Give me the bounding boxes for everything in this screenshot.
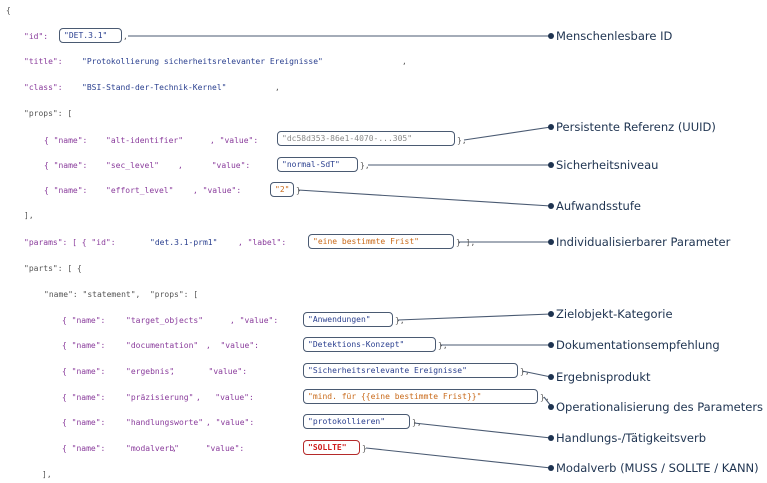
prop-value-key: , "value": (178, 161, 251, 170)
part-name-key: { "name": (62, 316, 106, 325)
connector-handlung (413, 422, 552, 439)
bullet-icon (548, 162, 554, 168)
prop-close: } (296, 186, 301, 195)
part-name-key: { "name": (62, 393, 106, 402)
part-value-key: , "value": (206, 418, 255, 427)
connector-modal (365, 447, 552, 469)
part-name: "documentation" (126, 341, 199, 350)
annotation-label: Menschenlesbare ID (556, 29, 673, 43)
annotation-label: Zielobjekt-Kategorie (556, 307, 673, 321)
part-value-key: , "value": (196, 393, 254, 402)
annotation-label: Individualisierbarer Parameter (556, 235, 731, 249)
part-name-key: { "name": (62, 341, 106, 350)
id-value-box: "DET.3.1" (59, 28, 122, 43)
part-value-key: , "value": (170, 367, 248, 376)
prop-name-key: { "name": (44, 161, 88, 170)
part-name: "präzisierung" (126, 393, 194, 402)
id-key: "id": (24, 32, 49, 41)
annotation-label: Handlungs-/Tätigkeitsverb (556, 431, 707, 445)
bullet-icon (548, 465, 554, 471)
part-name-key: { "name": (62, 367, 106, 376)
prop-value-key: , "value": (210, 136, 259, 145)
title-comma: , (402, 57, 407, 66)
part-close: }, (438, 341, 448, 350)
annotation-label: Persistente Referenz (UUID) (556, 120, 716, 134)
sec-level-value-box: "normal-SdT" (277, 157, 358, 172)
modalverb-box: "SOLLTE" (303, 440, 360, 455)
params-id: "det.3.1-prm1" (150, 238, 218, 247)
parts-props-close: ], (42, 470, 52, 479)
part-value-key: , "value": (172, 444, 245, 453)
connector-target (397, 313, 552, 321)
prop-value-key: , "value": (193, 186, 242, 195)
bullet-icon (548, 342, 554, 348)
class-comma: , (275, 83, 280, 92)
prop-name-key: { "name": (44, 136, 88, 145)
prop-close: }, (457, 136, 467, 145)
params-prefix: "params": [ { "id": (24, 238, 116, 247)
params-label-key: , "label": (238, 238, 287, 247)
prop-name: "alt-identifier" (106, 136, 184, 145)
connector-ergebnis (521, 370, 552, 378)
class-value: "BSI-Stand-der-Technik-Kernel" (82, 83, 227, 92)
effort-value-box: "2" (270, 182, 294, 197)
praezisierung-box: "mind. für {{eine bestimmte Frist}}" (303, 389, 538, 404)
open-brace: { (6, 6, 11, 15)
bullet-icon (548, 203, 554, 209)
ergebnis-box: "Sicherheitsrelevante Ereignisse" (303, 363, 518, 378)
statement-line: "name": "statement", "props": [ (44, 290, 199, 299)
bullet-icon (548, 33, 554, 39)
part-name: "handlungsworte" (126, 418, 204, 427)
part-close: }, (412, 418, 422, 427)
props-close: ], (24, 211, 34, 220)
bullet-icon (548, 124, 554, 130)
parts-key: "parts": [ { (24, 264, 82, 273)
connector-uuid (463, 126, 552, 141)
part-value-key: , "value": (230, 316, 279, 325)
bullet-icon (548, 435, 554, 441)
annotation-label: Operationalisierung des Parameters (556, 400, 764, 414)
documentation-box: "Detektions-Konzept" (303, 337, 436, 352)
prop-name: "sec_level" (106, 161, 159, 170)
part-name-key: { "name": (62, 418, 106, 427)
part-close: } (362, 444, 367, 453)
title-value: "Protokollierung sicherheitsrelevanter E… (82, 57, 323, 66)
annotation-label: Sicherheitsniveau (556, 158, 659, 172)
part-value-key: , "value": (206, 341, 259, 350)
part-close: }, (540, 393, 550, 402)
bullet-icon (548, 311, 554, 317)
prop-close: }, (360, 161, 370, 170)
param-label-box: "eine bestimmte Frist" (308, 234, 454, 249)
class-key: "class": (24, 83, 63, 92)
part-name: "target_objects" (126, 316, 204, 325)
params-close: } ], (456, 238, 476, 247)
prop-name-key: { "name": (44, 186, 88, 195)
connector-effort (297, 189, 552, 207)
annotation-label: Ergebnisprodukt (556, 370, 651, 384)
part-name: "modalverb" (126, 444, 179, 453)
annotation-label: Modalverb (MUSS / SOLLTE / KANN) (556, 461, 759, 475)
part-name: "ergebnis" (126, 367, 175, 376)
annotation-label: Dokumentationsempfehlung (556, 338, 720, 352)
bullet-icon (548, 239, 554, 245)
handlungsworte-box: "protokollieren" (303, 414, 410, 429)
uuid-value-box: "dc58d353-86e1-4070-...305" (277, 131, 455, 146)
bullet-icon (548, 374, 554, 380)
part-close: }, (520, 367, 530, 376)
part-name-key: { "name": (62, 444, 106, 453)
props-key: "props": [ (24, 109, 73, 118)
id-comma: , (123, 32, 128, 41)
annotation-label: Aufwandsstufe (556, 199, 641, 213)
part-close: }, (395, 316, 405, 325)
title-key: "title": (24, 57, 63, 66)
target-objects-box: "Anwendungen" (303, 312, 393, 327)
bullet-icon (548, 404, 554, 410)
prop-name: "effort_level" (106, 186, 174, 195)
